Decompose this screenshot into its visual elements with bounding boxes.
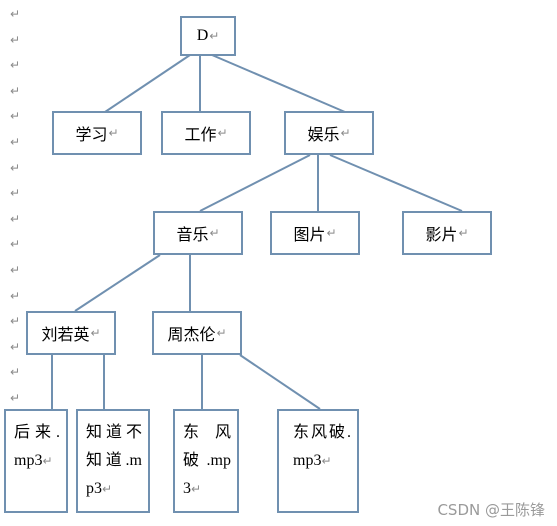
leaf-dongfengpo-2: 东风破.mp3↵ [277, 409, 359, 513]
node-yinyue-label: 音乐 [176, 227, 209, 244]
return-mark-icon: ↵ [217, 126, 228, 140]
node-yinyue: 音乐↵ [153, 211, 243, 255]
return-mark-icon: ↵ [108, 126, 119, 140]
return-mark-icon: ↵ [321, 454, 332, 468]
node-root-label: D [196, 27, 209, 44]
node-gongzuo-label: 工作 [184, 127, 217, 144]
return-mark-icon: ↵ [10, 391, 21, 405]
return-mark-icon: ↵ [10, 58, 21, 73]
return-mark-icon: ↵ [10, 237, 21, 252]
node-xuexi-label: 学习 [75, 127, 108, 144]
return-mark-icon: ↵ [209, 226, 220, 240]
return-mark-icon: ↵ [10, 288, 21, 303]
return-mark-icon: ↵ [10, 365, 21, 380]
leaf-dongfengpo-1: 东风破.mp3↵ [173, 409, 239, 513]
edge-zhoujielun-dongfengpo2 [239, 354, 321, 410]
edge-d-xuexi [104, 54, 191, 113]
return-mark-icon: ↵ [191, 482, 202, 496]
return-mark-icon: ↵ [10, 186, 21, 201]
node-tupian-label: 图片 [293, 227, 326, 244]
return-mark-icon: ↵ [340, 126, 351, 140]
node-yule: 娱乐↵ [284, 111, 374, 155]
node-liuruoying: 刘若英↵ [26, 311, 116, 355]
return-mark-icon: ↵ [10, 314, 21, 329]
return-mark-icon: ↵ [458, 226, 469, 240]
edge-d-yule [211, 54, 346, 113]
return-mark-icon: ↵ [10, 32, 21, 47]
leaf-houlai-label: 后来.mp3 [14, 424, 60, 469]
watermark: CSDN @王陈锋 [437, 501, 545, 519]
node-xuexi: 学习↵ [52, 111, 142, 155]
node-root: D↵ [180, 16, 236, 56]
return-mark-icon: ↵ [10, 109, 21, 124]
return-mark-icon: ↵ [326, 226, 337, 240]
node-yule-label: 娱乐 [307, 127, 340, 144]
return-mark-icon: ↵ [10, 7, 21, 21]
return-mark-icon: ↵ [10, 339, 21, 354]
return-mark-icon: ↵ [10, 135, 21, 149]
edge-yule-yingpian [329, 154, 463, 212]
return-mark-icon: ↵ [10, 263, 21, 277]
return-mark-icon: ↵ [90, 326, 101, 340]
return-mark-icon: ↵ [209, 29, 220, 43]
node-liuruoying-label: 刘若英 [41, 327, 90, 344]
return-mark-icon: ↵ [10, 83, 21, 98]
leaf-zhidaobuzhidao-label: 知道不知道.mp3 [86, 424, 142, 497]
return-mark-icon: ↵ [102, 482, 113, 496]
edge-yule-yinyue [199, 154, 311, 212]
edge-yinyue-liuruoying [74, 254, 161, 312]
node-zhoujielun: 周杰伦↵ [152, 311, 242, 355]
node-gongzuo: 工作↵ [161, 111, 251, 155]
return-mark-icon: ↵ [10, 160, 21, 175]
leaf-houlai: 后来.mp3↵ [4, 409, 68, 513]
leaf-zhidaobuzhidao: 知道不知道.mp3↵ [76, 409, 150, 513]
return-mark-icon: ↵ [10, 211, 21, 226]
return-mark-icon: ↵ [42, 454, 53, 468]
node-yingpian: 影片↵ [402, 211, 492, 255]
node-tupian: 图片↵ [270, 211, 360, 255]
node-zhoujielun-label: 周杰伦 [167, 327, 216, 344]
node-yingpian-label: 影片 [425, 227, 458, 244]
return-mark-icon: ↵ [216, 326, 227, 340]
leaf-dongfengpo-2-label: 东风破.mp3 [293, 424, 351, 469]
leaf-dongfengpo-1-label: 东风破.mp3 [183, 424, 231, 497]
